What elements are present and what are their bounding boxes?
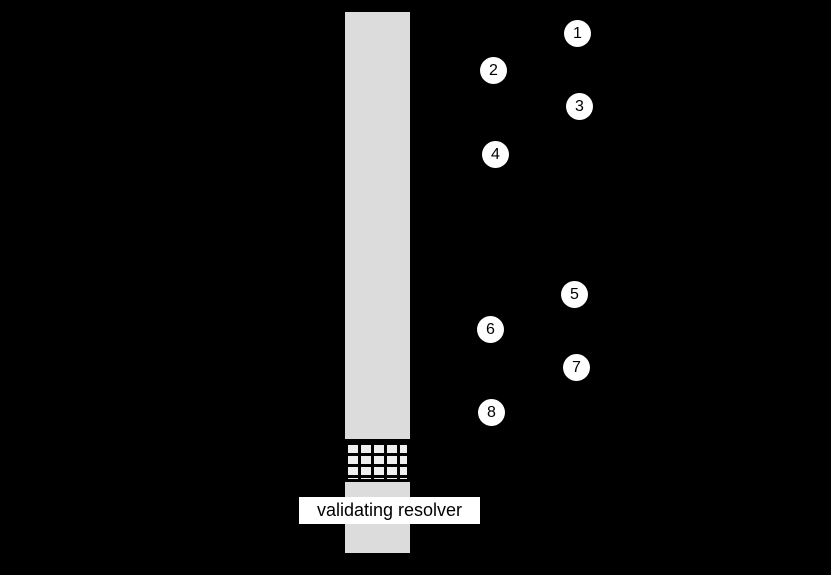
step-marker-7: 7	[563, 354, 590, 381]
step-marker-6: 6	[477, 316, 504, 343]
resolver-label: validating resolver	[299, 497, 480, 524]
step-marker-2: 2	[480, 57, 507, 84]
step-marker-5: 5	[561, 281, 588, 308]
step-marker-1: 1	[564, 20, 591, 47]
step-marker-3: 3	[566, 93, 593, 120]
step-marker-4: 4	[482, 141, 509, 168]
hatched-grid-segment	[345, 439, 410, 482]
step-marker-8: 8	[478, 399, 505, 426]
